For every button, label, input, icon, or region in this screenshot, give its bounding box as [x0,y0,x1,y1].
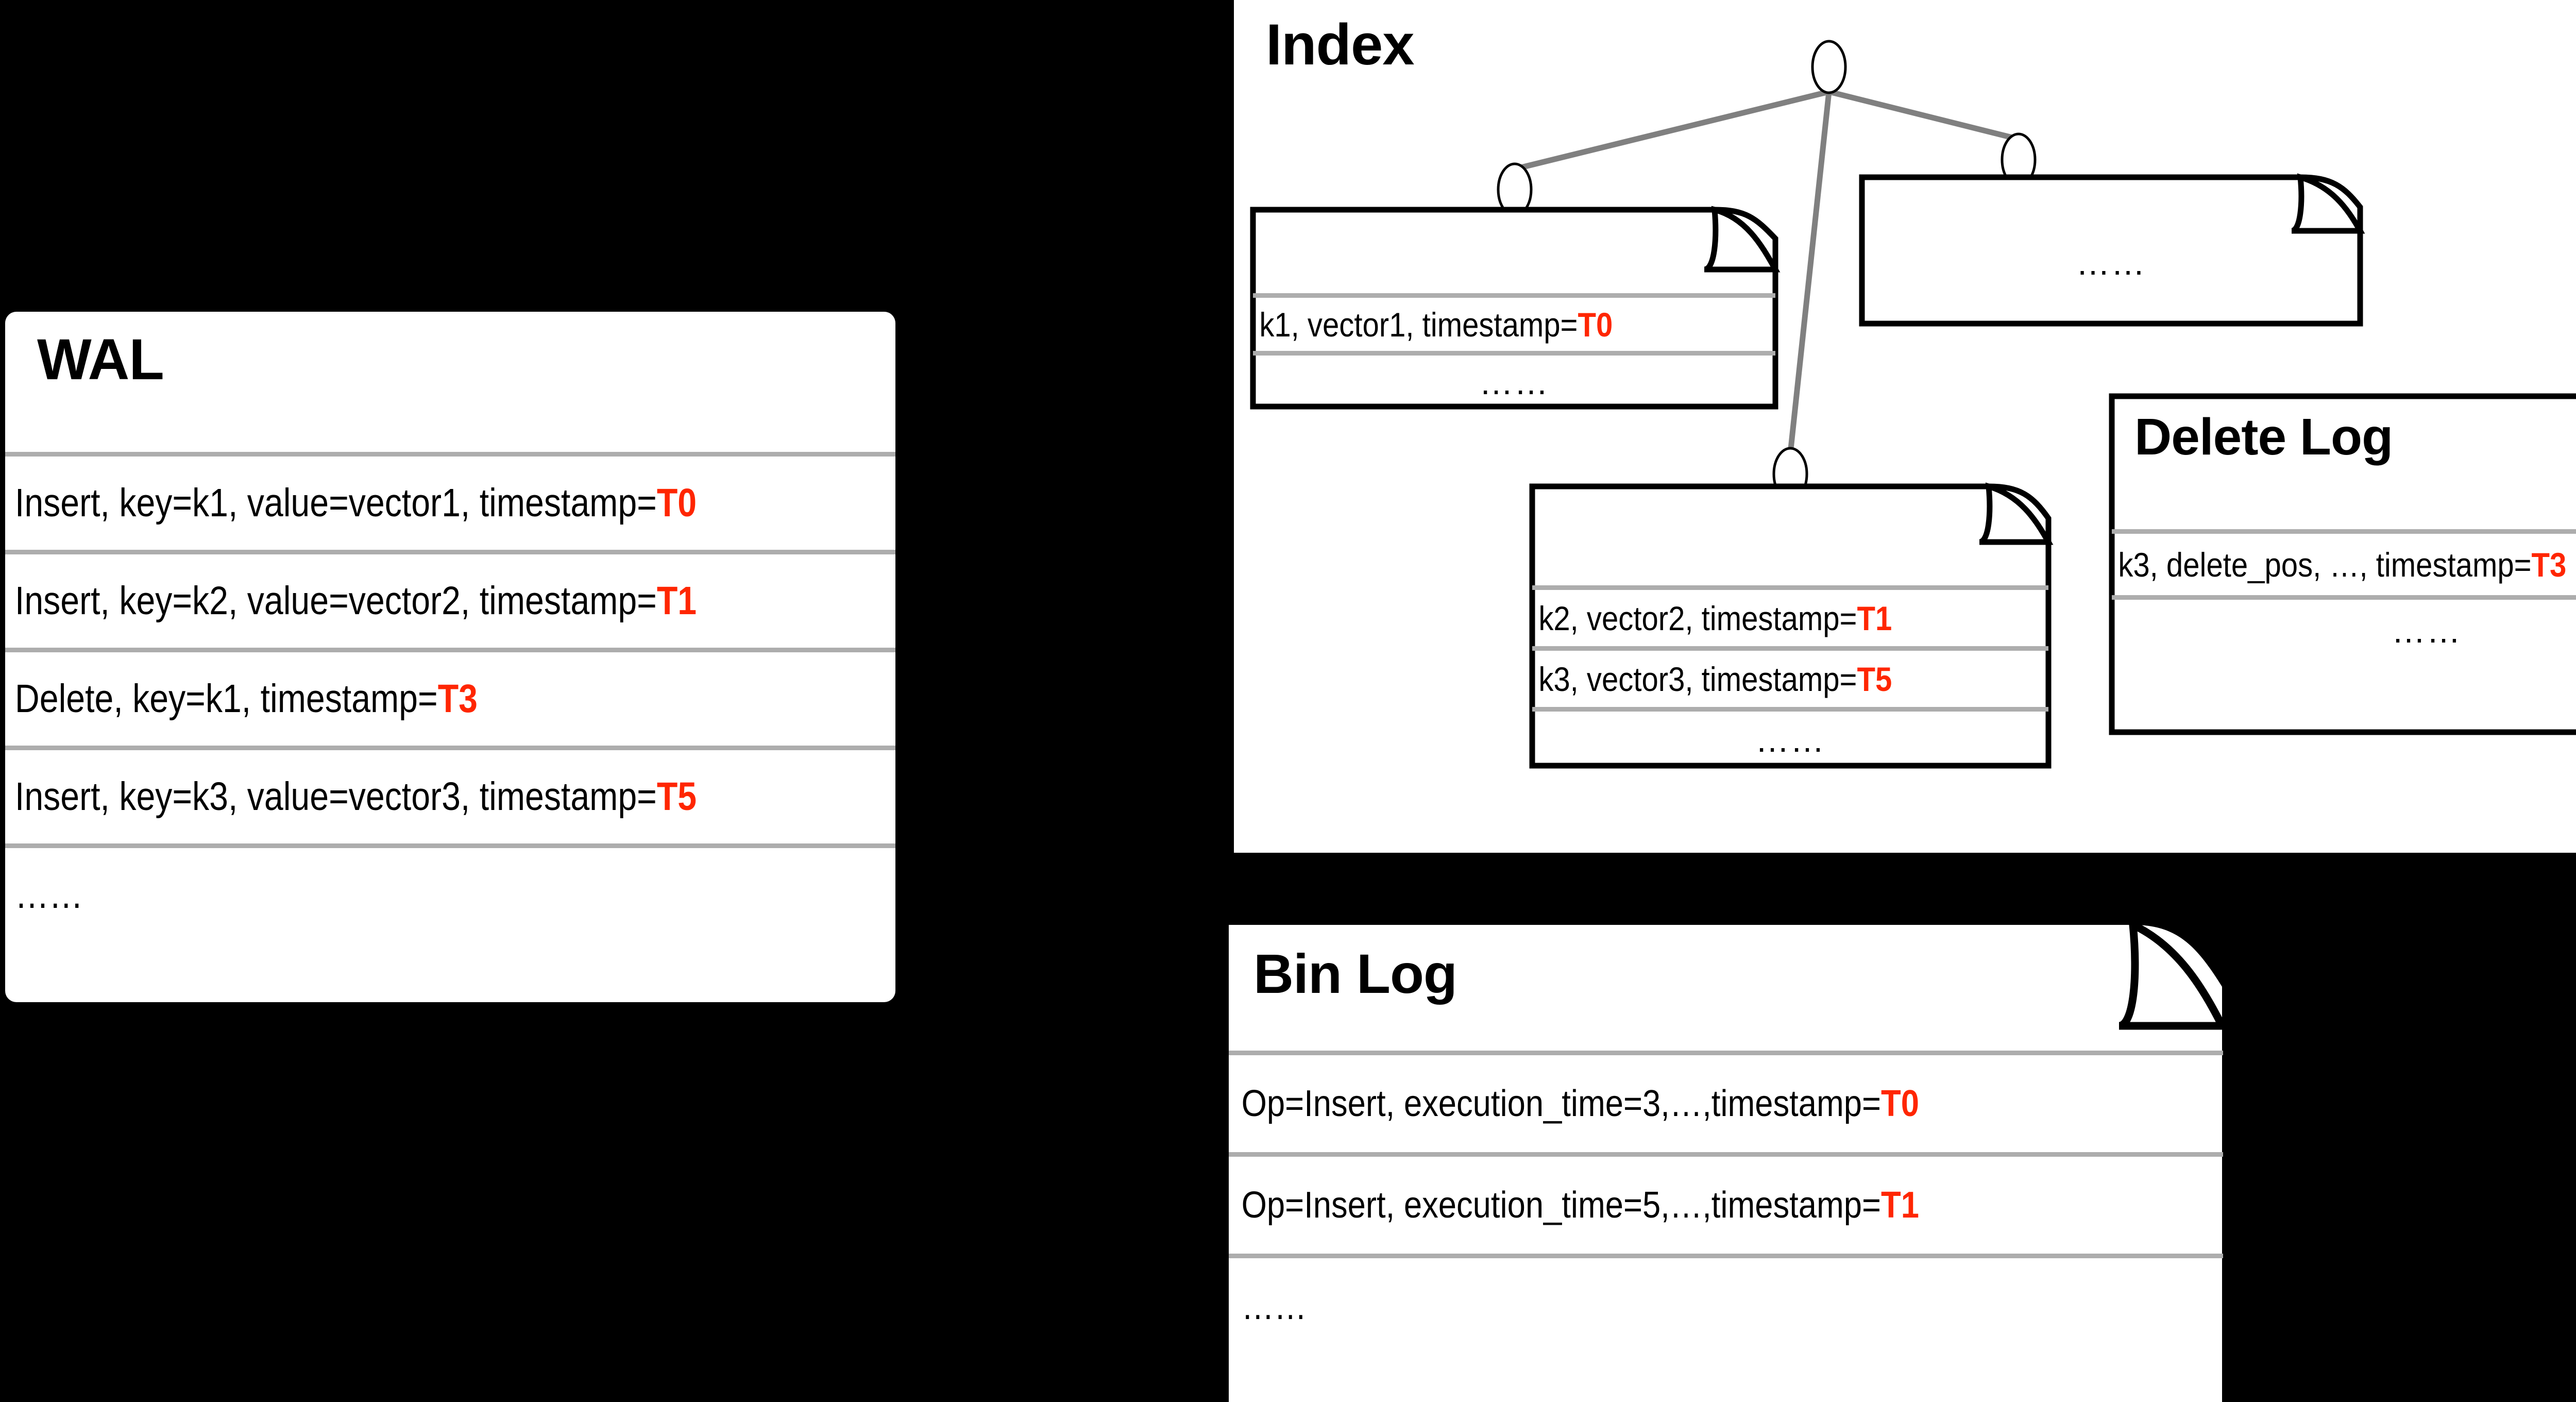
index-leaf-node-k1: k1, vector1, timestamp=T0 …… [1250,206,1781,410]
row-text: Insert, key=k2, value=vector2, timestamp… [14,579,697,623]
row-text: …… [2392,611,2462,650]
wal-row: Insert, key=k3, value=vector3, timestamp… [5,746,895,843]
bin-log-row: Op=Insert, execution_time=3,…,timestamp=… [1229,1051,2223,1152]
index-leaf-k2k3-rows: k2, vector2, timestamp=T1 k3, vector3, ti… [1530,484,2050,768]
timestamp-value: T3 [437,677,478,721]
tree-edge [1787,91,1832,454]
row-text: …… [14,872,83,917]
timestamp-value: T0 [1881,1083,1919,1124]
wal-row: Delete, key=k1, timestamp=T3 [5,648,895,746]
row-text: Insert, key=k1, value=vector1, timestamp… [14,481,697,525]
bin-log-panel: Bin Log Op=Insert, execution_time=3,…,ti… [1229,918,2229,1402]
row-text: …… [1241,1286,1307,1327]
timestamp-value: T0 [1578,305,1613,344]
index-leaf-node-k2k3: k2, vector2, timestamp=T1 k3, vector3, ti… [1529,482,2054,769]
timestamp-value: T1 [656,579,697,623]
row-text: …… [1479,363,1549,401]
timestamp-value: T0 [656,481,697,525]
row-text: …… [1755,720,1825,759]
bin-log-title: Bin Log [1253,942,1458,1005]
wal-row: Insert, key=k1, value=vector1, timestamp… [5,452,895,550]
wal-title: WAL [37,327,164,392]
delete-log-row: …… [2112,595,2576,661]
row-text: Insert, key=k3, value=vector3, timestamp… [14,774,697,819]
index-leaf-row: k3, vector3, timestamp=T5 [1532,646,2048,707]
index-leaf-ellipsis-text: …… [2076,244,2146,282]
tree-edge [1514,89,1830,172]
row-text: k3, vector3, timestamp=T5 [1538,660,1892,698]
wal-panel: WAL Insert, key=k1, value=vector1, times… [5,312,895,1002]
wal-row-list: Insert, key=k1, value=vector1, timestamp… [5,452,895,941]
row-text: Delete, key=k1, timestamp=T3 [14,677,478,721]
row-text: Op=Insert, execution_time=5,…,timestamp=… [1241,1185,1919,1226]
index-leaf-row: …… [1532,707,2048,768]
timestamp-value: T5 [1857,660,1892,698]
tree-edge [1828,89,2020,142]
wal-row: Insert, key=k2, value=vector2, timestamp… [5,550,895,648]
bin-log-row-list: Op=Insert, execution_time=3,…,timestamp=… [1229,1051,2223,1355]
index-leaf-node-ellipsis: …… [1859,173,2365,327]
tree-node-root [1811,40,1847,94]
timestamp-value: T5 [656,774,697,819]
delete-log-rows: k3, delete_pos, …, timestamp=T3 …… [2110,394,2576,734]
index-leaf-row: k1, vector1, timestamp=T0 [1253,293,1775,351]
timestamp-value: T3 [2531,545,2567,584]
timestamp-value: T1 [1857,599,1892,637]
wal-row: …… [5,843,895,941]
index-leaf-k1-rows: k1, vector1, timestamp=T0 …… [1251,208,1777,409]
timestamp-value: T1 [1881,1185,1919,1226]
index-leaf-row: k2, vector2, timestamp=T1 [1532,585,2048,646]
row-text: Op=Insert, execution_time=3,…,timestamp=… [1241,1083,1919,1124]
delete-log-row: k3, delete_pos, …, timestamp=T3 [2112,529,2576,595]
bin-log-row: …… [1229,1254,2223,1355]
index-title: Index [1266,12,1415,77]
row-text: k1, vector1, timestamp=T0 [1259,305,1613,344]
index-panel: Index k1, vector1, timestamp=T0 …… …… k2,… [1234,0,2576,853]
bin-log-row: Op=Insert, execution_time=5,…,timestamp=… [1229,1152,2223,1254]
row-text: k3, delete_pos, …, timestamp=T3 [2118,545,2567,584]
delete-log-note: Delete Log k3, delete_pos, …, timestamp=… [2109,393,2576,735]
delete-log-title: Delete Log [2134,408,2393,466]
index-leaf-row: …… [1253,351,1775,409]
row-text: k2, vector2, timestamp=T1 [1538,599,1892,637]
